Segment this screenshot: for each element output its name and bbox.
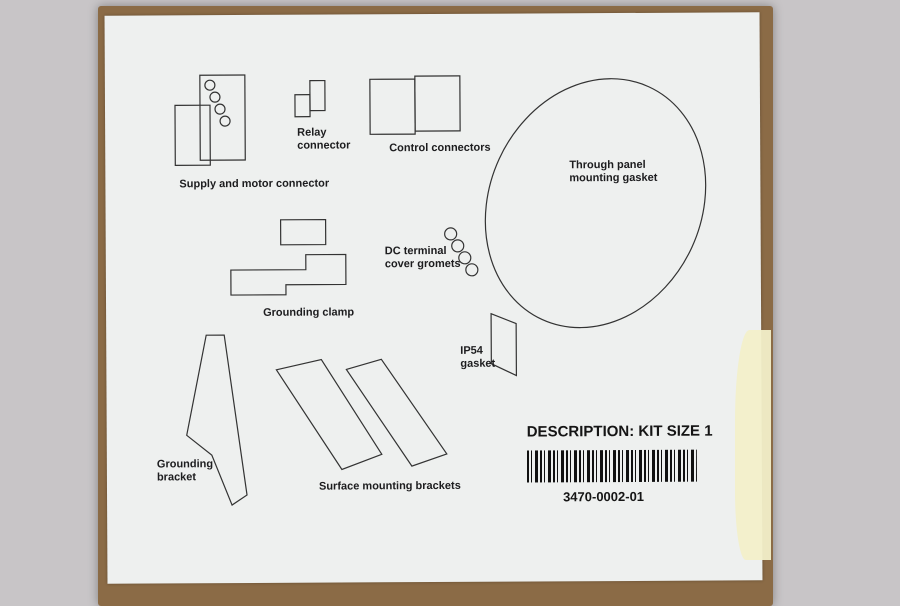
label-grounding-bracket: Grounding bracket <box>156 458 214 484</box>
label-control-connectors: Control connectors <box>389 141 491 155</box>
kit-description: DESCRIPTION: KIT SIZE 1 <box>526 422 713 441</box>
label-grounding-clamp: Grounding clamp <box>263 306 355 319</box>
label-surface-mounting-brackets: Surface mounting brackets <box>318 479 461 493</box>
supply-motor-connector-drawing <box>174 74 246 166</box>
grounding-bracket-drawing <box>186 334 248 506</box>
label-through-panel-gasket: Through panel mounting gasket <box>569 158 658 185</box>
label-supply-motor-connector: Supply and motor connector <box>179 177 330 191</box>
yellow-tape <box>735 330 771 560</box>
gromets-drawing <box>444 227 479 277</box>
grounding-clamp-drawing <box>230 218 347 296</box>
panel-gasket-drawing <box>484 78 707 329</box>
parts-illustration <box>174 74 707 506</box>
label-ip54-gasket: IP54 gasket <box>460 344 496 370</box>
ip54-gasket-drawing <box>490 312 518 377</box>
barcode <box>526 449 697 483</box>
surface-brackets-drawing <box>275 358 448 471</box>
control-connectors-drawing <box>369 75 461 135</box>
label-dc-terminal-gromets: DC terminal cover gromets <box>384 244 461 271</box>
label-relay-connector: Relay connector <box>297 126 351 152</box>
part-number: 3470-0002-01 <box>563 488 645 505</box>
kit-label: Supply and motor connector Relay connect… <box>104 12 763 584</box>
relay-connector-drawing <box>294 79 326 118</box>
